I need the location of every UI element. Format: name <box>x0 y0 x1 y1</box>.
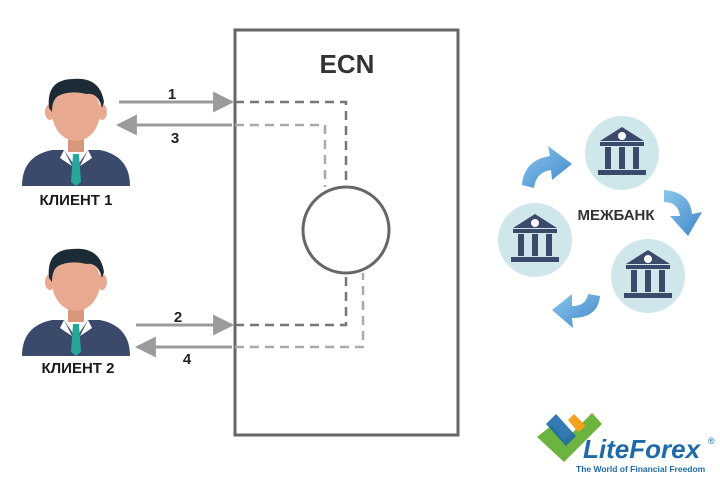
bank-icon-left <box>498 203 572 277</box>
logo-registered: ® <box>708 436 715 446</box>
step-label-3: 3 <box>171 130 179 147</box>
interbank-label: МЕЖБАНК <box>577 207 655 224</box>
route-order-1 <box>235 100 348 187</box>
client-1-label: КЛИЕНТ 1 <box>40 192 113 209</box>
client-2-label: КЛИЕНТ 2 <box>42 360 115 377</box>
cycle-arrow-bottom-icon <box>552 294 600 328</box>
matching-circle <box>301 185 391 275</box>
client-1-icon <box>22 78 130 186</box>
bank-icon-top <box>585 116 659 190</box>
route-fill-3 <box>235 123 327 187</box>
routing-lines <box>235 100 365 349</box>
step-label-1: 1 <box>168 86 176 103</box>
logo-tagline: The World of Financial Freedom <box>576 464 706 474</box>
client-2-icon <box>22 248 130 356</box>
client-arrows <box>115 91 235 358</box>
logo-brand: LiteForex <box>583 434 702 464</box>
route-fill-4 <box>235 273 365 349</box>
step-label-4: 4 <box>183 351 192 368</box>
cycle-arrow-right-icon <box>664 190 702 236</box>
ecn-title: ECN <box>320 49 375 79</box>
step-label-2: 2 <box>174 309 182 326</box>
bank-icon-right <box>611 239 685 313</box>
cycle-arrow-left-icon <box>522 146 572 188</box>
liteforex-logo: LiteForex ® The World of Financial Freed… <box>537 413 715 474</box>
route-order-2 <box>235 273 348 327</box>
